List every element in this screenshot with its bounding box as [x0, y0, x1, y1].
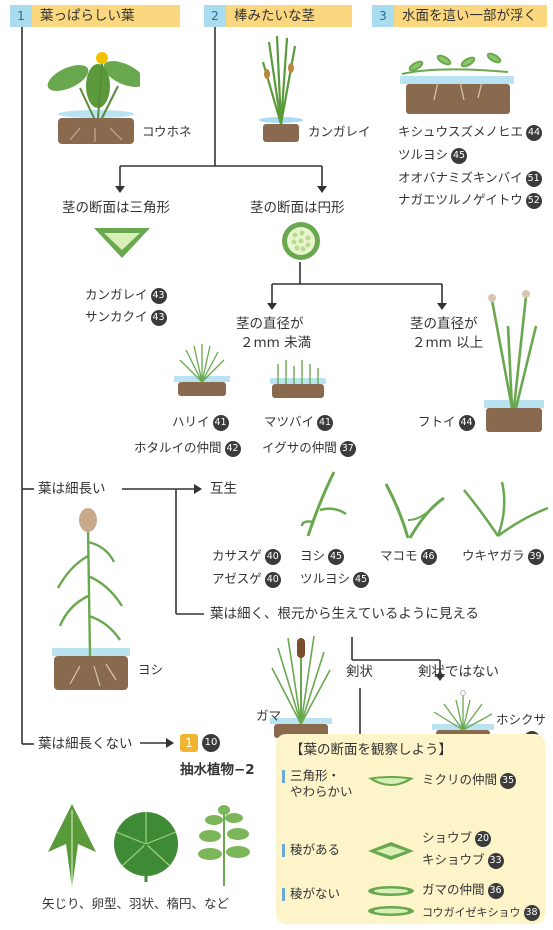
kouhone-illustration	[47, 52, 140, 144]
yoshi-illustration	[52, 508, 130, 690]
dia-under-label-1: 茎の直径が	[236, 316, 304, 332]
leaf-sketch-yoshi	[300, 471, 347, 537]
stem-triangle-label: 茎の断面は三角形	[62, 200, 170, 216]
ridged-section-icon	[368, 842, 414, 860]
root-leaves-label: 葉は細く、根元から生えているように見える	[210, 606, 479, 622]
section-title: 抽水植物−2	[180, 762, 255, 778]
dia-over-label-1: 茎の直径が	[410, 316, 478, 332]
round-leaf-illustration	[114, 812, 178, 882]
dia-under-label-2: ２mm 未満	[240, 335, 312, 351]
triangle-section-icon	[94, 228, 150, 258]
matsubai-illustration	[270, 360, 326, 398]
leaf-sketch-ukiyagara	[463, 481, 549, 538]
arrowhead-leaf-illustration	[48, 804, 96, 888]
leaf-long-label: 葉は細長い	[38, 481, 106, 497]
leaf-sketch-makomo	[384, 483, 445, 539]
stem-round-label: 茎の断面は円形	[250, 200, 345, 216]
flat-section-icon-2	[368, 906, 414, 916]
circle-section-icon	[282, 222, 320, 260]
header-leaf-like-label: 葉っぱらしい葉	[40, 8, 135, 24]
hari-illustration	[174, 344, 230, 396]
futoi-illustration	[484, 290, 544, 432]
pinnate-leaf-illustration	[198, 805, 250, 886]
bottom-caption: 矢じり、卵型、羽状、楕円、など	[42, 896, 230, 911]
alternate-label: 互生	[210, 481, 237, 497]
yoshi-label: ヨシ	[138, 662, 164, 677]
header-floating-label: 水面を這い一部が浮く	[402, 8, 537, 24]
observe-row3-label: 稜がない	[282, 886, 340, 902]
flat-section-icon-1	[368, 886, 414, 896]
header-stick-stem-label: 棒みたいな茎	[234, 8, 315, 24]
observe-row1-label2: やわらかい	[290, 784, 353, 799]
plant-label-kangarei-top: カンガレイ	[308, 124, 371, 139]
observe-title: 【葉の断面を観察しよう】	[290, 742, 452, 758]
sword-label: 剣状	[346, 664, 373, 680]
kangarei-illustration	[259, 35, 303, 142]
hoshikusa-label: ホシクサ	[496, 712, 547, 727]
dia-over-label-2: ２mm 以上	[412, 335, 484, 351]
observe-row1-label: 三角形・	[282, 768, 340, 784]
triangle-soft-section-icon	[368, 776, 414, 786]
floating-plant-illustration	[400, 52, 514, 114]
gama-label: ガマ	[256, 708, 282, 723]
observe-row2-label: 稜がある	[282, 842, 340, 858]
plant-label-kouhone: コウホネ	[142, 124, 192, 139]
not-sword-label: 剣状ではない	[418, 664, 499, 680]
leaf-not-long-label: 葉は細長くない	[38, 736, 133, 752]
